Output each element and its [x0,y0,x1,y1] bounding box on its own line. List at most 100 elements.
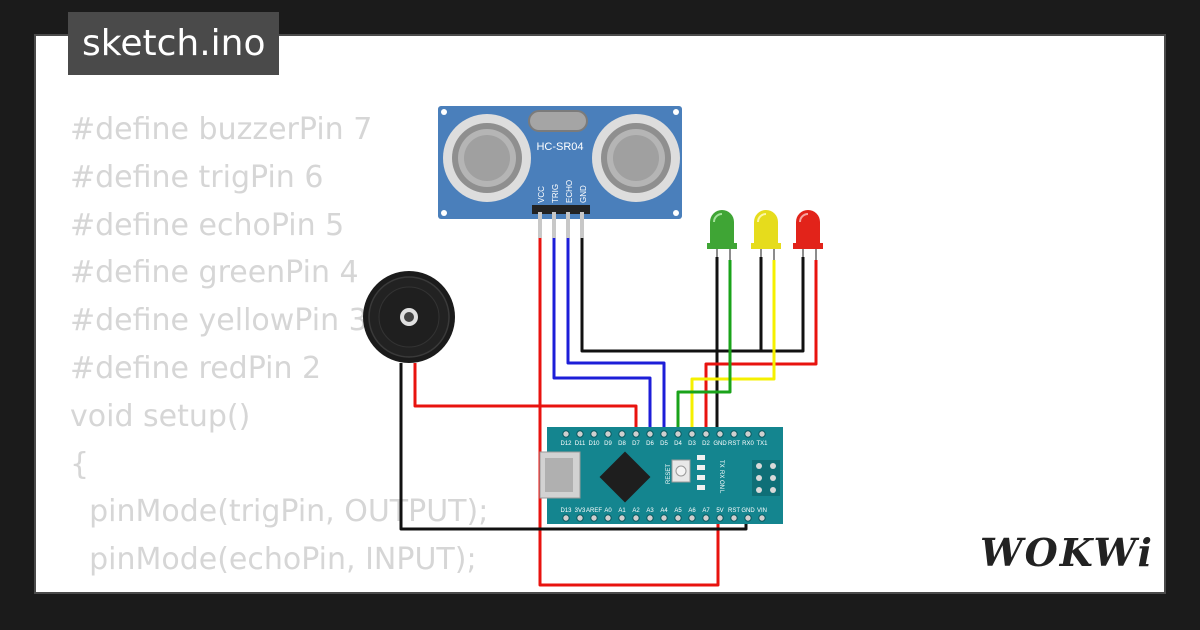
pin-label: RX0 [742,441,754,447]
pin-label: D9 [604,441,612,447]
pin-hole[interactable] [590,430,598,438]
pin-hole[interactable] [744,514,752,522]
pin-hole[interactable] [758,430,766,438]
wokwi-wordmark: WOKWi [980,530,1152,575]
pin-label: D10 [588,441,600,447]
pin-label: A7 [702,508,710,514]
pin-label: D7 [632,441,640,447]
pin-hole[interactable] [590,514,598,522]
pin-hole[interactable] [562,430,570,438]
pin-label: D4 [674,441,682,447]
led-label-tx: TX [718,460,724,468]
status-leds [697,455,705,490]
wire-led-gnd-red [761,257,805,353]
pin-label: 5V [716,508,723,514]
pin-hole[interactable] [660,430,668,438]
reset-label: RESET [666,464,672,484]
pin-hole[interactable] [562,514,570,522]
pin-hole[interactable] [716,514,724,522]
pin-label: TX1 [756,441,768,447]
pin-hole[interactable] [632,430,640,438]
pin-hole[interactable] [688,514,696,522]
pin-hole[interactable] [758,514,766,522]
pin-label: D5 [660,441,668,447]
transducer-left [443,114,531,202]
pin-hole[interactable] [744,430,752,438]
pin-hole[interactable] [618,430,626,438]
crystal-oscillator [528,110,588,132]
pin-hole[interactable] [674,430,682,438]
wire-green-led [676,260,732,435]
sensor-pin-label: GND [579,185,588,203]
pin-hole[interactable] [618,514,626,522]
pin-label: A4 [660,508,668,514]
pin-hole[interactable] [604,514,612,522]
led-yellow[interactable] [751,210,781,260]
pin-hole[interactable] [674,514,682,522]
wire-led-gnd-yellow [717,257,763,353]
code-line: #define trigPin 6 [70,159,324,195]
pin-hole[interactable] [646,514,654,522]
code-line: pinMode(echoPin, INPUT); [70,542,477,578]
pin-hole[interactable] [632,514,640,522]
code-line: pinMode(greenPin, OUTPUT); [70,584,523,592]
pin-hole[interactable] [702,430,710,438]
wire-red-led [704,260,818,435]
pin-hole[interactable] [730,430,738,438]
pin-label: A2 [632,508,640,514]
led-label-rx: RX [718,470,724,478]
pin-label: A3 [646,508,654,514]
pin-hole[interactable] [660,514,668,522]
pin-label: AREF [586,508,602,514]
pin-label: RST [728,441,740,447]
icsp-header [752,460,780,496]
pin-label: GND [741,508,755,514]
pin-label: A0 [604,508,612,514]
pin-hole[interactable] [604,430,612,438]
led-green[interactable] [707,210,737,260]
pin-label: D2 [702,441,710,447]
wire-vcc [538,238,720,587]
buzzer[interactable] [363,271,455,363]
pin-hole[interactable] [702,514,710,522]
code-line: #define yellowPin 3 [70,303,368,339]
pin-label: A5 [674,508,682,514]
pin-hole[interactable] [576,430,584,438]
wire-trig [552,238,652,435]
nano-board [547,427,783,524]
sensor-model-label: HC-SR04 [536,141,583,153]
led-red[interactable] [793,210,823,260]
wire-yellow-led [690,260,776,435]
code-line: #define buzzerPin 7 [70,112,373,147]
pin-hole[interactable] [688,430,696,438]
code-line: void setup() [70,398,251,434]
sensor-header [532,205,590,214]
code-line: #define echoPin 5 [70,207,345,243]
led-label-on: ON [718,480,724,489]
pin-label: RST [728,508,740,514]
pin-label: A1 [618,508,626,514]
pin-hole[interactable] [646,430,654,438]
sensor-pin-label: TRIG [551,184,560,203]
code-line: #define greenPin 4 [70,255,359,291]
pin-hole[interactable] [716,430,724,438]
pin-label: VIN [757,508,767,514]
pin-label: D8 [618,441,626,447]
pin-label: 3V3 [575,508,586,514]
pin-hole[interactable] [730,514,738,522]
code-preview: #define buzzerPin 7 #define trigPin 6 #def… [70,106,524,592]
microcontroller-chip [599,451,651,503]
wire-echo [566,238,666,435]
ultrasonic-sensor[interactable]: HC-SR04 VCC TRIG ECHO GND [438,106,682,238]
pin-hole[interactable] [576,514,584,522]
sensor-pin-label: VCC [537,186,546,203]
pin-label: D11 [575,441,586,447]
code-line: { [70,446,90,482]
code-line: #define redPin 2 [70,350,322,386]
led-label-l: L [718,490,724,494]
pin-label: D6 [646,441,654,447]
